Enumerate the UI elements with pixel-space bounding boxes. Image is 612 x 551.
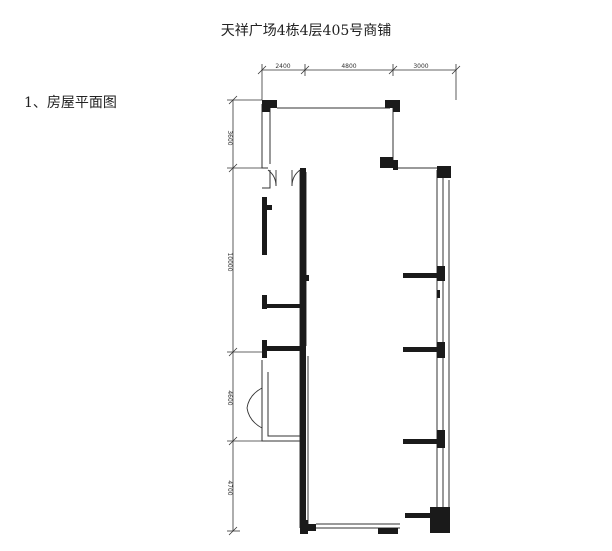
section-label: 1、房屋平面图	[24, 95, 117, 111]
left-dimension-line	[227, 95, 262, 536]
top-dimension-line	[257, 64, 461, 100]
walls-outline	[261, 104, 450, 529]
left-dim-label-3: 4600	[226, 390, 233, 405]
door-top-left	[267, 169, 301, 187]
top-dim-label-3: 3000	[413, 63, 428, 70]
top-dim-label-1: 2400	[275, 63, 290, 70]
walls-solid	[262, 100, 451, 534]
left-dim-label-4: 4700	[226, 480, 233, 495]
left-dim-label-1: 3600	[226, 130, 233, 145]
left-dim-label-2: 10000	[226, 252, 233, 271]
document-title: 天祥广场4栋4层405号商铺	[220, 23, 392, 39]
door-bottom-left	[246, 387, 263, 429]
top-dim-label-2: 4800	[341, 63, 356, 70]
misc-marks	[306, 275, 440, 298]
